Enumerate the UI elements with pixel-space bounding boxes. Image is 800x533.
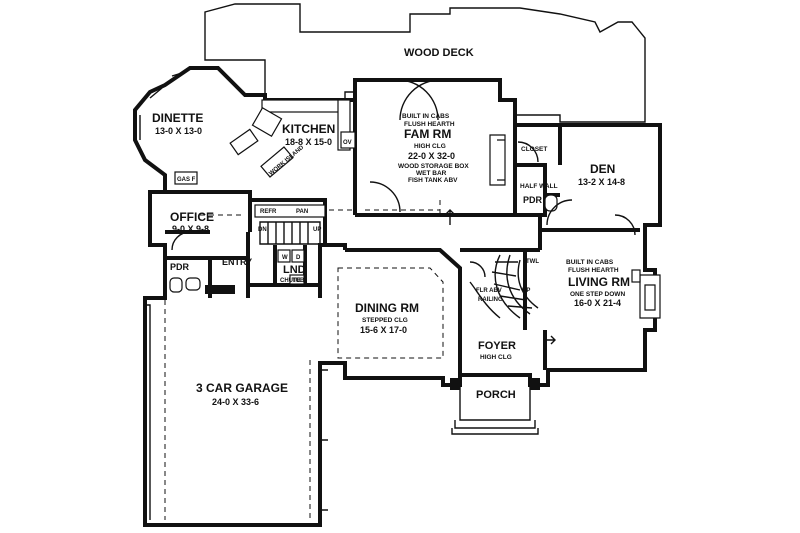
right-pdr-toilet — [544, 194, 558, 212]
porch-column-left — [450, 378, 460, 390]
refr-pan-counter — [254, 204, 326, 218]
dryer-label: D — [296, 255, 301, 261]
refr-label: REFR — [260, 209, 277, 215]
entry-step — [205, 285, 235, 294]
half-wall-label: HALF WALL — [520, 183, 558, 190]
dinette-label: DINETTE — [152, 111, 203, 125]
office-size: 9-0 X 9-8 — [172, 224, 209, 234]
fam-rm-flush-hearth: FLUSH HEARTH — [404, 121, 455, 128]
pdr-sink — [185, 277, 201, 291]
bay-windows — [139, 71, 239, 140]
living-rm-size: 16-0 X 21-4 — [574, 298, 621, 308]
kitchen-cooktop — [229, 128, 259, 156]
foyer-railing — [469, 281, 501, 319]
den-size: 13-2 X 14-8 — [578, 177, 625, 187]
gas-f-label: GAS F — [177, 177, 196, 183]
fish-tank-abv: FISH TANK ABV — [408, 177, 458, 184]
dining-stepped-ceiling — [337, 267, 444, 359]
garage-dashed — [164, 300, 311, 520]
arrow-famrm — [445, 209, 455, 225]
living-rm-label: LIVING RM — [568, 275, 630, 289]
entry-dashed — [200, 209, 355, 216]
tub-label: TUB — [292, 278, 305, 284]
dryer — [291, 249, 305, 263]
garage-doors — [145, 304, 328, 520]
living-built-in-left — [631, 269, 641, 283]
living-rm-flush-hearth: FLUSH HEARTH — [568, 267, 619, 274]
wood-storage-box: WOOD STORAGE BOX — [398, 163, 469, 170]
chute-label: CHUTE — [280, 278, 301, 284]
wood-deck-label: WOOD DECK — [404, 47, 474, 59]
den-label: DEN — [590, 162, 615, 176]
twl-label: TWL — [526, 259, 539, 265]
porch-label: PORCH — [476, 389, 516, 401]
kitchen-stairs — [259, 221, 321, 245]
closet-label: CLOSET — [521, 146, 547, 153]
washer — [277, 249, 291, 263]
fam-rm-label: FAM RM — [404, 127, 451, 141]
up-foyer-label: UP — [522, 288, 530, 294]
foyer-clg: HIGH CLG — [480, 354, 512, 361]
gas-fireplace — [174, 171, 198, 185]
kitchen-label: KITCHEN — [282, 122, 335, 136]
living-rm-built-in-cabs: BUILT IN CABS — [566, 259, 614, 266]
left-pdr-label: PDR — [170, 262, 190, 272]
fam-rm-built-in-cabs: BUILT IN CABS — [402, 113, 450, 120]
railing-label: RAILING — [478, 297, 503, 303]
garage-size: 24-0 X 33-6 — [212, 397, 259, 407]
entry-label: ENTRY — [222, 257, 252, 267]
fam-rm-fireplace — [489, 134, 506, 186]
washer-label: W — [282, 255, 288, 261]
foyer-label: FOYER — [478, 340, 516, 352]
wet-bar: WET BAR — [416, 170, 447, 177]
dining-rm-clg: STEPPED CLG — [362, 317, 408, 324]
pdr-toilet — [169, 277, 183, 293]
oven-label: OV — [343, 140, 352, 146]
dining-rm-label: DINING RM — [355, 301, 419, 315]
garage-label: 3 CAR GARAGE — [196, 381, 288, 395]
living-rm-fireplace — [639, 274, 661, 319]
kitchen-counter-top — [261, 99, 341, 113]
office-label: OFFICE — [170, 210, 214, 224]
arrow-foyer — [545, 335, 556, 345]
dn-label: DN — [258, 227, 267, 233]
kitchen-size: 18-8 X 15-0 — [285, 137, 332, 147]
oven — [340, 131, 356, 149]
fam-rm-dashed — [365, 200, 441, 218]
porch-steps — [451, 385, 539, 435]
right-pdr-label: PDR — [523, 195, 543, 205]
dinette-size: 13-0 X 13-0 — [155, 126, 202, 136]
porch-column-right — [530, 378, 540, 390]
foyer-stairs — [491, 254, 539, 319]
door-swings — [171, 79, 636, 278]
lnd-label: LND — [283, 264, 306, 276]
laundry-tub — [289, 274, 305, 285]
flr-abv-label: FLR ABV — [476, 288, 502, 294]
fam-rm-size: 22-0 X 32-0 — [408, 151, 455, 161]
work-island — [260, 146, 294, 178]
up-kitchen-label: UP — [313, 227, 321, 233]
fam-rm-clg: HIGH CLG — [414, 143, 446, 150]
kitchen-sink — [251, 107, 283, 137]
pan-label: PAN — [296, 209, 308, 215]
dining-rm-size: 15-6 X 17-0 — [360, 325, 407, 335]
living-rm-note: ONE STEP DOWN — [570, 291, 625, 298]
